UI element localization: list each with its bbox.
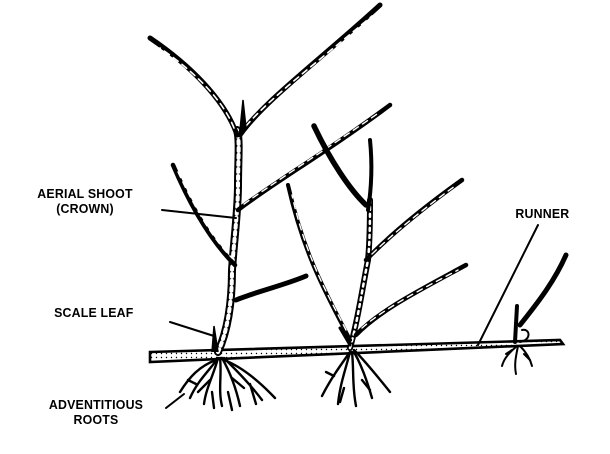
adventitious-roots-main <box>178 356 277 412</box>
label-aerial-shoot: AERIAL SHOOT (CROWN) <box>19 186 150 216</box>
leader-adventitious-roots <box>165 393 185 409</box>
leader-runner <box>477 224 539 346</box>
label-adventitious-roots-line2: ROOTS <box>73 412 119 427</box>
label-aerial-shoot-line1: AERIAL SHOOT <box>37 186 133 201</box>
leader-aerial-shoot <box>161 209 237 219</box>
adventitious-roots-daughter <box>320 348 392 408</box>
daughter-plant <box>286 123 469 351</box>
aerial-shoot-plant <box>147 2 393 356</box>
label-adventitious-roots: ADVENTITIOUS ROOTS <box>30 397 163 427</box>
label-runner: RUNNER <box>515 206 570 221</box>
label-adventitious-roots-line1: ADVENTITIOUS <box>48 397 144 412</box>
scale-leaf-shape <box>211 325 219 353</box>
adventitious-roots-plantlet <box>501 345 533 375</box>
label-scale-leaf: SCALE LEAF <box>54 305 134 320</box>
label-aerial-shoot-line2: (CROWN) <box>56 201 114 216</box>
young-plantlet <box>513 252 569 344</box>
leader-scale-leaf <box>169 321 215 337</box>
leader-lines <box>161 209 539 409</box>
